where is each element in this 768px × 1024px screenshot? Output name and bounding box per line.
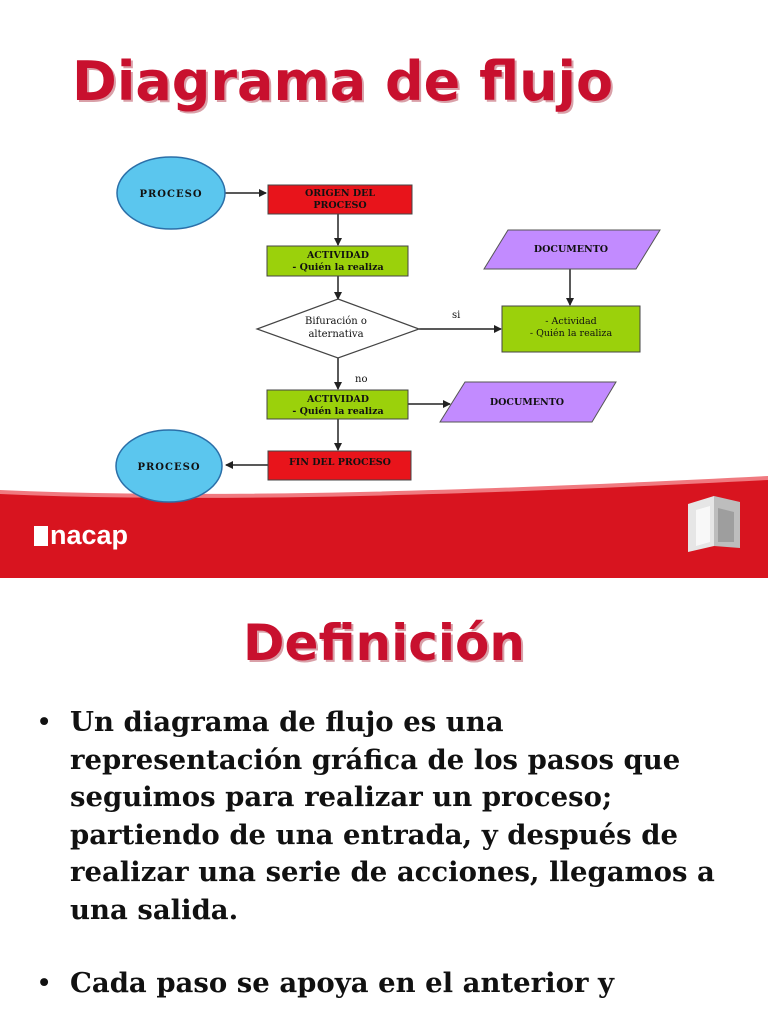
activity-box-1 bbox=[266, 245, 409, 277]
bullet-text: Un diagrama de flujo es una representaci… bbox=[70, 706, 715, 926]
activity-1-line-1: ACTIVIDAD bbox=[306, 250, 369, 261]
end-ellipse-label: PROCESO bbox=[137, 462, 200, 473]
cube-logo-icon bbox=[688, 496, 740, 552]
branch-yes-label: si bbox=[452, 310, 460, 321]
footer-band-highlight bbox=[0, 476, 768, 498]
document-shape-1 bbox=[483, 229, 661, 270]
inacap-logo: nacap bbox=[34, 520, 128, 551]
document-2-label: DOCUMENTO bbox=[490, 397, 564, 408]
decision-line-2: alternativa bbox=[308, 329, 363, 340]
branch-no-label: no bbox=[355, 374, 367, 385]
origin-box bbox=[267, 184, 413, 215]
bullet-list: • Un diagrama de flujo es una representac… bbox=[36, 704, 736, 1024]
bullet-item: • Cada paso se apoya en el anterior y bbox=[36, 965, 736, 1003]
end-ellipse bbox=[115, 429, 223, 503]
decision-line-1: Bifuración o bbox=[305, 316, 367, 327]
activity-box-2 bbox=[266, 389, 409, 420]
bullet-text: Cada paso se apoya en el anterior y bbox=[70, 967, 614, 999]
footer-band bbox=[0, 478, 768, 578]
document-1-label: DOCUMENTO bbox=[534, 244, 608, 255]
activity-1-line-2: - Quién la realiza bbox=[292, 262, 383, 273]
activity-2-line-1: ACTIVIDAD bbox=[306, 394, 369, 405]
origin-line-1: ORIGEN DEL bbox=[305, 188, 375, 199]
slide-1: Diagrama de flujo PROCESO ORIGEN DEL PRO… bbox=[0, 50, 768, 578]
start-label: PROCESO bbox=[139, 189, 202, 200]
activity-right-line-1: - Actividad bbox=[545, 316, 597, 327]
bullet-item: • Un diagrama de flujo es una representac… bbox=[36, 704, 736, 929]
origin-line-2: PROCESO bbox=[313, 200, 366, 211]
bullet-dot-icon: • bbox=[36, 967, 53, 999]
activity-2-line-2: - Quién la realiza bbox=[292, 406, 383, 417]
flowchart: PROCESO ORIGEN DEL PROCESO ACTIVIDAD - Q… bbox=[0, 156, 768, 578]
document-shape-2 bbox=[439, 381, 617, 423]
slide-1-title: Diagrama de flujo bbox=[72, 50, 614, 113]
slide-2: Definición • Un diagrama de flujo es una … bbox=[0, 578, 768, 1024]
slide-2-title: Definición bbox=[243, 614, 525, 672]
logo-mark-icon bbox=[34, 526, 48, 546]
start-ellipse bbox=[116, 156, 226, 230]
activity-box-right bbox=[501, 305, 641, 353]
end-box bbox=[267, 450, 412, 481]
end-label: FIN DEL PROCESO bbox=[289, 457, 391, 468]
logo-text: nacap bbox=[50, 520, 129, 550]
decision-diamond bbox=[255, 298, 421, 359]
activity-right-line-2: - Quién la realiza bbox=[530, 328, 613, 339]
bullet-dot-icon: • bbox=[36, 706, 53, 738]
